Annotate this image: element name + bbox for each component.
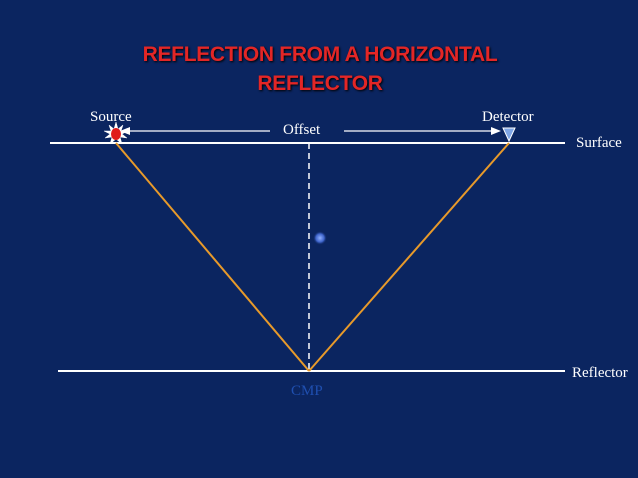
- triangle-detector-icon: [502, 127, 516, 143]
- source-label: Source: [90, 109, 132, 125]
- glow-dot: [313, 231, 327, 245]
- detector-label: Detector: [482, 109, 534, 125]
- surface-label: Surface: [576, 135, 622, 151]
- reflector-label: Reflector: [572, 365, 628, 381]
- reflected-ray: [308, 142, 510, 372]
- offset-label: Offset: [283, 122, 321, 138]
- offset-arrowhead-right: [491, 127, 501, 135]
- cmp-label: CMP: [291, 383, 323, 399]
- incident-ray: [115, 142, 310, 372]
- starburst-source-icon: [103, 121, 129, 145]
- slide-title: REFLECTION FROM A HORIZONTAL REFLECTOR: [90, 40, 550, 98]
- title-line-2: REFLECTOR: [257, 72, 383, 95]
- title-line-1: REFLECTION FROM A HORIZONTAL: [142, 43, 498, 66]
